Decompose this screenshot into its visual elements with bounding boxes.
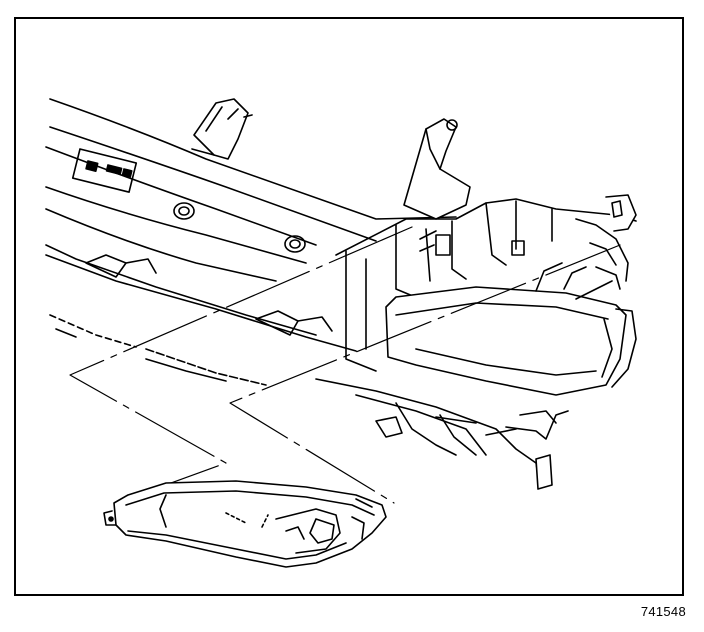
- fog-lamp-exploded-drawing: [103, 480, 387, 568]
- line-art-canvas: [45, 98, 637, 568]
- figure-number: 741548: [640, 604, 686, 619]
- illustration-frame: [14, 17, 684, 596]
- bumper-fascia-drawing: [45, 98, 637, 490]
- fog-lamp-installed-drawing: [385, 262, 637, 396]
